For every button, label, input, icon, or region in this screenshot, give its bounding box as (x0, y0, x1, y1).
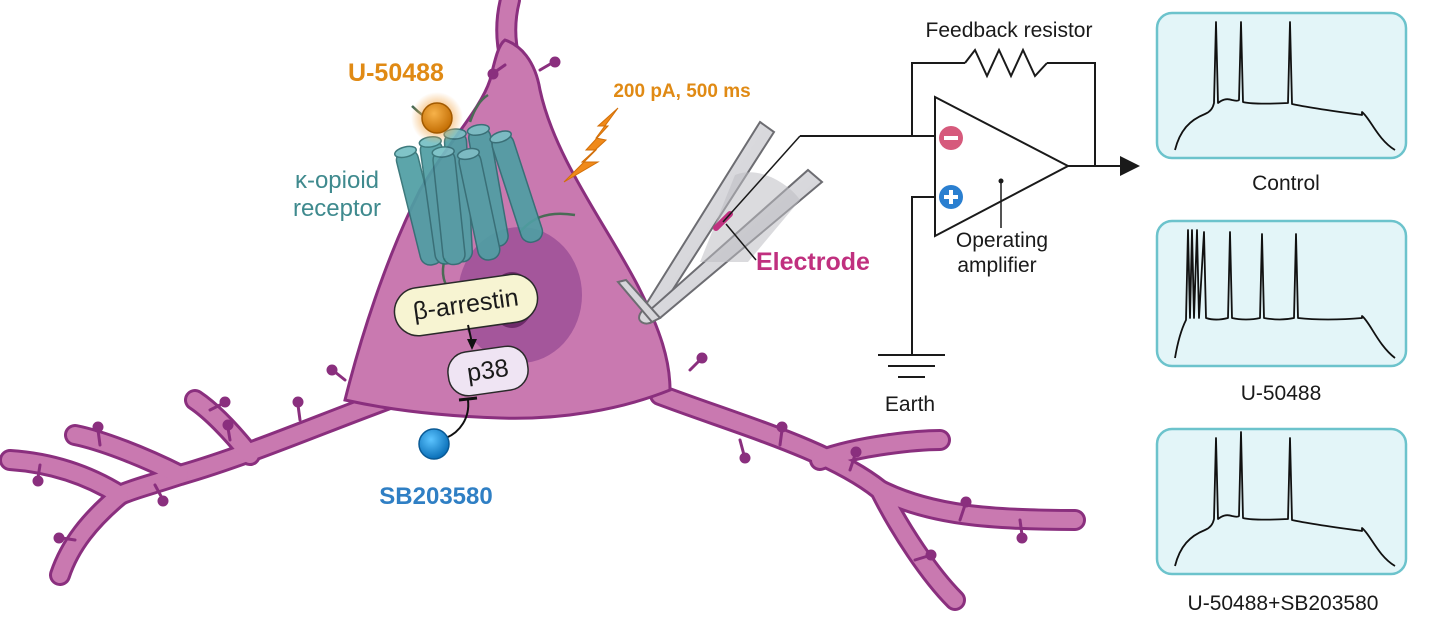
kappa-opioid-receptor (393, 93, 576, 291)
minus-icon (939, 126, 963, 150)
feedback-resistor-label: Feedback resistor (926, 19, 1093, 42)
dendritic-spines (32, 56, 1028, 562)
amplifier-label-line2: amplifier (957, 254, 1036, 277)
electrode-label: Electrode (756, 248, 870, 276)
agonist-molecule (411, 92, 463, 144)
inhibitor-label: SB203580 (379, 483, 492, 510)
dendrites (0, 0, 1086, 611)
trace-u50488-sb203580 (1174, 431, 1396, 567)
receptor-label-line2: receptor (293, 195, 381, 222)
trace-label-u50488: U-50488 (1241, 382, 1322, 405)
agonist-label: U-50488 (348, 59, 444, 87)
trace-control (1174, 21, 1396, 151)
trace-u50488 (1174, 229, 1396, 359)
trace-label-control: Control (1252, 172, 1320, 195)
trace-panels (1155, 11, 1408, 576)
arrestin-node: β-arrestin (393, 273, 539, 337)
inhibitor-molecule (418, 396, 478, 460)
trace-panel-control (1155, 11, 1408, 160)
p38-node: p38 (447, 345, 529, 397)
plus-icon (939, 185, 963, 209)
p38-label: p38 (465, 354, 510, 388)
trace-label-u50488-sb203580: U-50488+SB203580 (1188, 592, 1379, 615)
lightning-bolt-icon (563, 107, 619, 183)
amplifier-label-line1: Operating (956, 229, 1048, 252)
amplifier-circuit (800, 47, 1120, 378)
trace-panel-u50488 (1155, 219, 1408, 368)
trace-panel-u50488-sb203580 (1155, 427, 1408, 576)
stimulus-label: 200 pA, 500 ms (613, 81, 750, 102)
earth-label: Earth (885, 393, 935, 416)
electrode (616, 120, 824, 325)
neuron (0, 0, 1086, 611)
receptor-label-line1: κ-opioid (295, 167, 379, 194)
